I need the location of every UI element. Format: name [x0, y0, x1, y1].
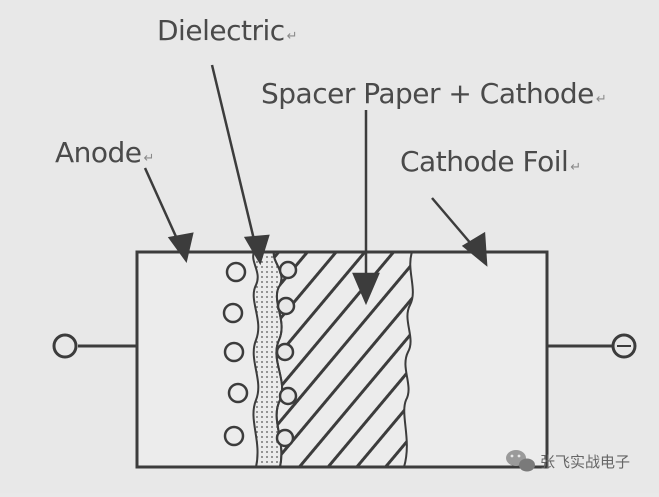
anode-particle [223, 425, 245, 447]
dielectric-layer [252, 251, 284, 468]
left-terminal [52, 333, 78, 359]
label-spacer-paper-cathode: Spacer Paper + Cathode↵ [261, 77, 606, 110]
cathode-particle [276, 296, 296, 316]
anode-particle [223, 341, 245, 363]
label-dielectric: Dielectric↵ [157, 14, 297, 47]
cathode-particle [275, 342, 295, 362]
anode-particle [225, 261, 247, 283]
anode-particles [222, 261, 249, 447]
wechat-icon [506, 450, 535, 472]
right-terminal [611, 333, 637, 359]
label-anode: Anode↵ [55, 136, 154, 169]
dielectric-arrowhead [243, 234, 270, 266]
spacer-paper-region [272, 251, 414, 468]
cathode-foil-arrowhead [461, 231, 488, 267]
label-cathode-foil: Cathode Foil↵ [400, 145, 581, 178]
dielectric-arrow [210, 64, 258, 249]
watermark: 张飞实战电子 [506, 450, 630, 472]
cathode-particle [278, 260, 298, 280]
watermark-text: 张飞实战电子 [540, 453, 630, 471]
spacer-arrowhead [352, 272, 380, 306]
anode-particle [227, 382, 249, 404]
cathode-particle [278, 386, 298, 406]
leader-arrows [143, 64, 488, 306]
cathode-particles [275, 260, 298, 448]
anode-particle [222, 302, 244, 324]
anode-arrowhead [167, 232, 194, 263]
cathode-particle [275, 428, 295, 448]
